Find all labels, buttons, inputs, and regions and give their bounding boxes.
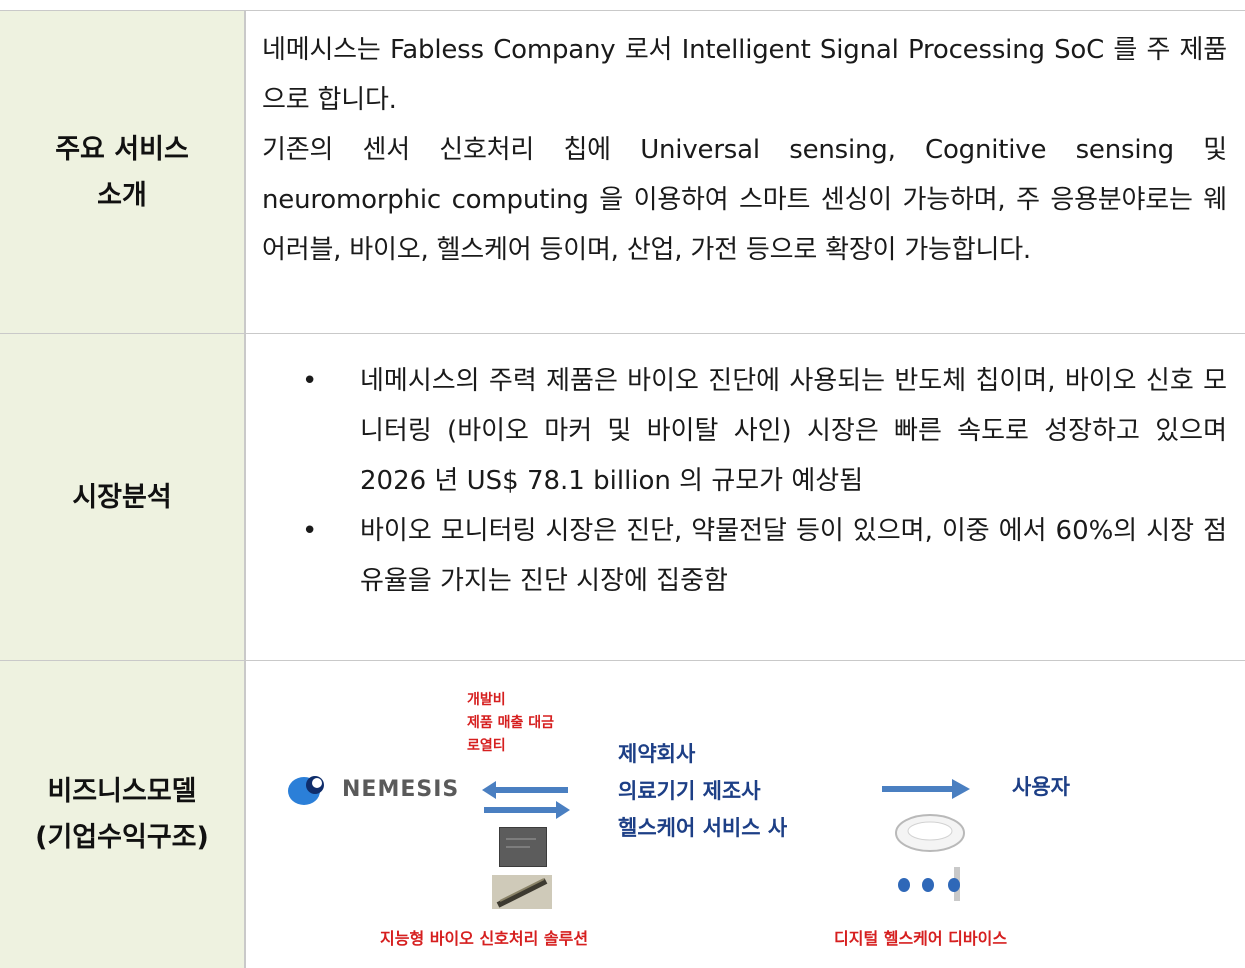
- exchange-arrows: [482, 781, 570, 819]
- arrow-left-icon: [482, 781, 568, 799]
- revenue-item: 로열티: [467, 738, 506, 754]
- market-bullet: • 네메시스의 주력 제품은 바이오 진단에 사용되는 반도체 칩이며, 바이오…: [300, 356, 1227, 506]
- service-para-2: 기존의 센서 신호처리 칩에 Universal sensing, Cognit…: [262, 135, 1227, 265]
- market-bullet: • 바이오 모니터링 시장은 진단, 약물전달 등이 있으며, 이중 에서 60…: [300, 506, 1227, 606]
- service-para-1: 네메시스는 Fabless Company 로서 Intelligent Sig…: [262, 35, 1227, 115]
- row-business-model: 비즈니스모델 (기업수익구조) 개발비 제품 매출 대금 로열티 NEMESIS: [0, 660, 1245, 968]
- partner-item: 의료기기 제조사: [618, 779, 761, 803]
- arrow-right-icon: [882, 779, 970, 799]
- label-line: 시장분석: [72, 481, 172, 513]
- revenue-list: 개발비 제품 매출 대금 로열티: [467, 689, 554, 758]
- row-market-analysis: 시장분석 • 네메시스의 주력 제품은 바이오 진단에 사용되는 반도체 칩이며…: [0, 333, 1245, 661]
- nemesis-logo-icon: [288, 776, 324, 805]
- wearable-patch-image: [895, 814, 965, 852]
- partner-list: 제약회사 의료기기 제조사 헬스케어 서비스 사: [618, 736, 787, 847]
- chip-image: [499, 827, 547, 867]
- nemesis-logo: NEMESIS: [286, 771, 459, 807]
- logo-wordmark: NEMESIS: [342, 776, 460, 802]
- row-label-service: 주요 서비스 소개: [0, 11, 246, 334]
- sensor-strip-image: [492, 875, 552, 909]
- user-label: 사용자: [1012, 775, 1070, 799]
- partner-item: 헬스케어 서비스 사: [618, 816, 788, 840]
- sensor-dots-image: [898, 867, 960, 901]
- caption-solution: 지능형 바이오 신호처리 솔루션: [380, 929, 589, 948]
- revenue-item: 개발비: [467, 692, 506, 708]
- partner-item: 제약회사: [618, 742, 696, 766]
- bullet-icon: •: [302, 516, 318, 546]
- label-line: 주요 서비스: [55, 133, 189, 165]
- business-model-diagram: 개발비 제품 매출 대금 로열티 NEMESIS: [246, 661, 1245, 968]
- service-description: 네메시스는 Fabless Company 로서 Intelligent Sig…: [262, 25, 1227, 275]
- label-line: 소개: [97, 179, 147, 211]
- row-label-market: 시장분석: [0, 334, 246, 661]
- label-line: 비즈니스모델: [47, 775, 197, 807]
- arrow-right-icon: [484, 801, 570, 819]
- bullet-icon: •: [302, 366, 318, 396]
- revenue-item: 제품 매출 대금: [467, 715, 555, 731]
- bullet-text: 바이오 모니터링 시장은 진단, 약물전달 등이 있으며, 이중 에서 60%의…: [360, 516, 1227, 596]
- label-line: (기업수익구조): [35, 821, 209, 853]
- market-bullet-list: • 네메시스의 주력 제품은 바이오 진단에 사용되는 반도체 칩이며, 바이오…: [300, 356, 1227, 606]
- bullet-text: 네메시스의 주력 제품은 바이오 진단에 사용되는 반도체 칩이며, 바이오 신…: [360, 366, 1227, 496]
- row-service-intro: 주요 서비스 소개 네메시스는 Fabless Company 로서 Intel…: [0, 10, 1245, 334]
- caption-device: 디지털 헬스케어 디바이스: [834, 929, 1008, 948]
- row-label-business: 비즈니스모델 (기업수익구조): [0, 661, 246, 968]
